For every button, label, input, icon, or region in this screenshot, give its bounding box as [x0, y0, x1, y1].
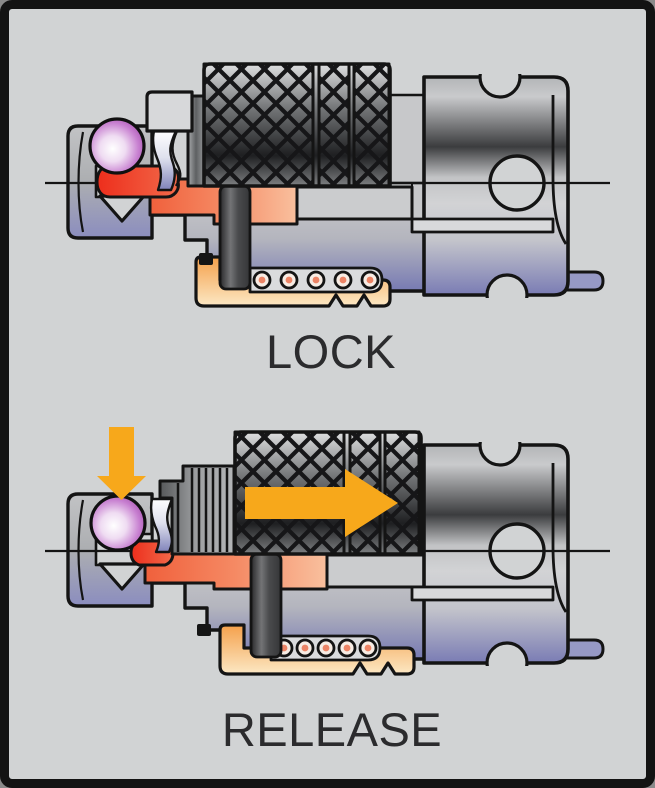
- detent-ball: [88, 117, 146, 175]
- axle-stub: [563, 270, 605, 292]
- body-inner-curve: [551, 463, 568, 613]
- neck: [386, 93, 426, 185]
- coil-spring: [252, 270, 380, 290]
- release-label: RELEASE: [222, 703, 442, 756]
- axle-stub: [563, 638, 605, 660]
- drive-pin: [218, 184, 252, 291]
- retainer-tab: [197, 624, 211, 636]
- bottom-notch-mask: [484, 666, 530, 686]
- right-arrow-icon: [245, 469, 398, 537]
- bottom-notch-mask: [484, 298, 530, 318]
- hub-ridges: [158, 464, 236, 556]
- drive-pin: [249, 552, 283, 659]
- retainer-cap-block: [145, 90, 194, 133]
- detent-ball: [89, 494, 147, 552]
- lock-label: LOCK: [266, 325, 396, 378]
- guide-wedge: [149, 497, 174, 554]
- coil-spring: [274, 638, 378, 658]
- top-notch-mask: [477, 53, 523, 74]
- body-inner-curve: [551, 95, 568, 245]
- body-band: [410, 585, 555, 602]
- top-notch-mask: [477, 421, 523, 442]
- guide-wedge: [151, 129, 178, 192]
- body-band: [410, 217, 555, 234]
- carrier-block: [295, 185, 414, 221]
- knurled-sleeve: [202, 62, 392, 188]
- retainer-tab: [199, 253, 213, 265]
- sleeve-front-curve: [171, 130, 182, 187]
- lock-diagram: LOCK: [45, 53, 610, 378]
- down-arrow-icon: [97, 427, 146, 500]
- release-diagram: RELEASE: [45, 421, 610, 756]
- socket-detent-notch: [98, 562, 146, 591]
